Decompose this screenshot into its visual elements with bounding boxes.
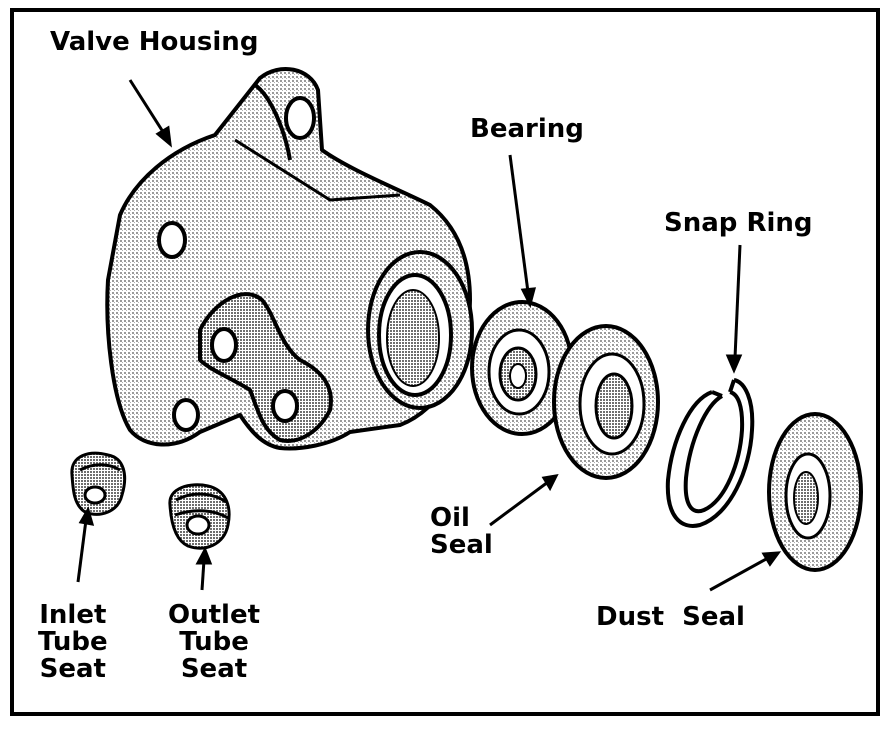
leader-arrows bbox=[76, 79, 782, 592]
inlet-tube-seat-label: Inlet Tube Seat bbox=[38, 600, 108, 684]
snap-ring-part bbox=[665, 378, 755, 528]
snap-ring-label: Snap Ring bbox=[664, 208, 813, 238]
inlet-tube-seat-part bbox=[70, 451, 127, 516]
dust-seal-label: Dust Seal bbox=[596, 602, 745, 632]
oil-seal-label: Oil Seal bbox=[430, 503, 493, 560]
valve-housing-label: Valve Housing bbox=[50, 27, 259, 57]
valve-housing-part bbox=[105, 67, 474, 451]
dust-seal-part bbox=[767, 412, 863, 572]
outlet-tube-seat-label: Outlet Tube Seat bbox=[168, 600, 261, 684]
outlet-tube-seat-part bbox=[168, 483, 231, 550]
bearing-label: Bearing bbox=[470, 114, 584, 144]
oil-seal-part bbox=[552, 324, 660, 480]
